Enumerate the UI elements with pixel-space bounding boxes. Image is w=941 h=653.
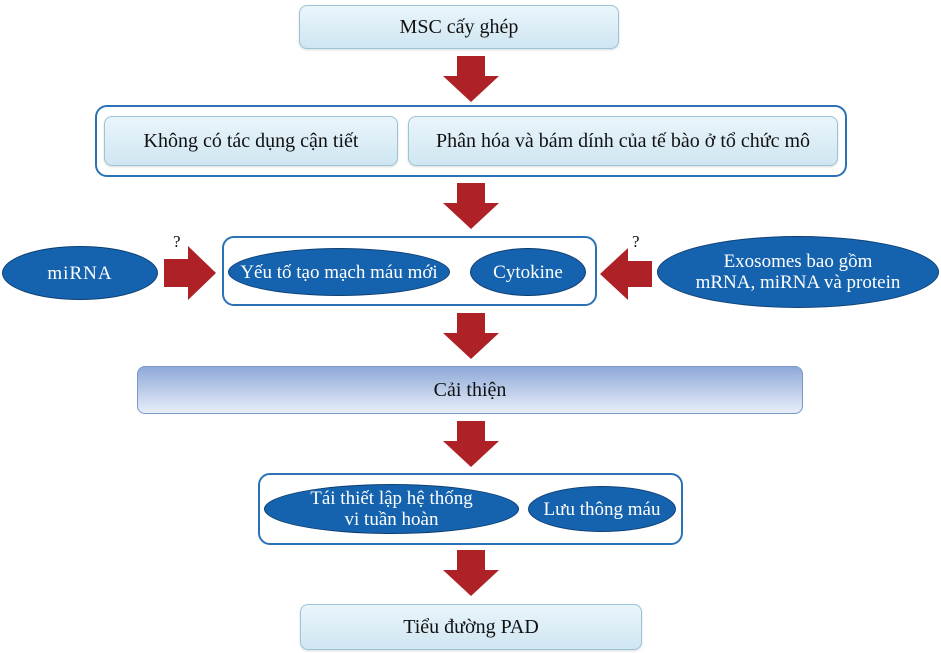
node-label-line1: Exosomes bao gồm [723,251,873,272]
arrow-down-icon [443,56,499,102]
node-improvement: Cải thiện [137,366,803,414]
node-label-line1: Tái thiết lập hệ thống [310,488,473,509]
question-mark-left: ? [173,232,181,251]
node-diabetic-pad: Tiểu đường PAD [300,604,642,650]
arrow-right-icon [164,246,216,300]
arrow-left-icon [600,248,652,300]
arrow-down-icon [443,421,499,467]
node-label-line2: mRNA, miRNA và protein [695,272,901,293]
arrow-down-icon [443,550,499,596]
node-label: Yếu tố tạo mạch máu mới [240,261,438,283]
node-differentiation: Phân hóa và bám dính của tế bào ở tổ chứ… [408,116,838,166]
node-label: miRNA [47,262,113,284]
node-microcirculation: Tái thiết lập hệ thống vi tuần hoàn [264,484,519,534]
node-mirna: miRNA [2,246,158,300]
node-exosomes: Exosomes bao gồm mRNA, miRNA và protein [657,236,939,308]
node-no-paracrine: Không có tác dụng cận tiết [104,116,398,166]
node-label: Lưu thông máu [543,498,661,520]
node-label: MSC cấy ghép [399,15,519,38]
node-label: Không có tác dụng cận tiết [143,129,359,152]
node-angiogenic-factor: Yếu tố tạo mạch máu mới [228,248,450,296]
question-mark-right: ? [632,232,640,251]
node-label: Cytokine [493,261,563,283]
node-label-line2: vi tuần hoàn [344,509,439,530]
node-msc-transplant: MSC cấy ghép [299,5,619,49]
node-label: Cải thiện [433,378,507,401]
arrow-down-icon [443,313,499,359]
node-label: Tiểu đường PAD [403,615,539,638]
node-blood-flow: Lưu thông máu [528,486,676,532]
node-label: Phân hóa và bám dính của tế bào ở tổ chứ… [435,129,811,152]
arrow-down-icon [443,183,499,229]
node-cytokine: Cytokine [470,248,586,296]
